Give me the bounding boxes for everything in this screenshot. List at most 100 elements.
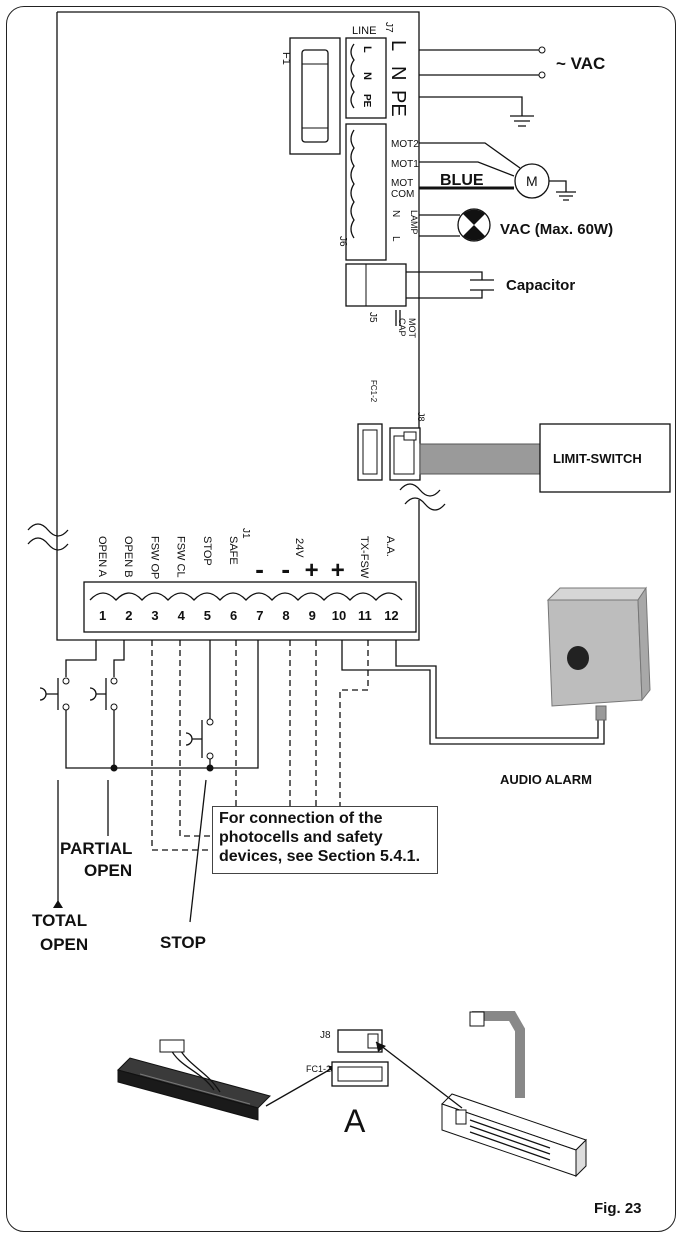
limit-switch-box	[539, 423, 671, 493]
terminal-label: -	[281, 554, 290, 584]
j6-mot2: MOT2	[391, 139, 419, 150]
terminal-label: TX-FSW	[358, 536, 370, 579]
mot-cap-label-2: CAP	[397, 318, 407, 337]
j6-lamp-l: L	[390, 236, 401, 242]
audio-alarm-device	[546, 586, 651, 721]
terminal-label: OPEN A	[96, 536, 108, 578]
v24-label: 24V	[293, 538, 305, 558]
total-open-label-2: OPEN	[40, 935, 88, 954]
stop-button-icon	[185, 720, 203, 758]
terminal-label: +	[305, 557, 319, 584]
lamp-spec-label: VAC (Max. 60W)	[500, 221, 613, 238]
capacitor-icon	[470, 279, 494, 291]
j7-pin-n: N	[361, 72, 373, 80]
break-mark-right	[399, 483, 446, 511]
safety-devices-note: For connection of the photocells and saf…	[212, 806, 438, 874]
terminal-j5	[345, 263, 407, 307]
wire-mot1	[419, 161, 515, 177]
j6-mot1: MOT1	[391, 159, 419, 170]
terminal-number: 10	[332, 608, 346, 623]
blue-wire-label: BLUE	[440, 172, 484, 189]
motor-symbol: M	[526, 173, 538, 189]
terminal-number: 6	[230, 608, 237, 623]
junction-dot	[110, 764, 118, 772]
motor-ground-icon	[549, 180, 576, 201]
control-board	[56, 12, 420, 641]
terminal-number: 2	[125, 608, 132, 623]
inset-fc12-label: FC1-2	[306, 1064, 331, 1074]
terminal-label: +	[331, 557, 345, 584]
terminal-label: SAFE	[227, 536, 239, 565]
break-mark-left	[27, 523, 69, 551]
partial-open-label-1: PARTIAL	[60, 839, 132, 858]
dash-fsw-cl	[179, 640, 212, 837]
inset-a-label: A	[344, 1103, 366, 1139]
junction-dot-stop	[206, 764, 214, 772]
total-open-button-icon	[39, 678, 59, 710]
j7-big-pe: PE	[387, 90, 409, 117]
terminal-dot-n	[538, 71, 546, 79]
dash-fsw-op	[151, 640, 212, 851]
fc12-label: FC1-2	[369, 380, 378, 403]
lamp-icon	[457, 208, 491, 242]
wire-capacitor	[406, 271, 483, 299]
terminal-number: 1	[99, 608, 106, 623]
terminal-number: 11	[358, 608, 372, 623]
j7-pin-pe: PE	[361, 94, 372, 108]
terminal-number: 5	[204, 608, 211, 623]
terminal-label: STOP	[201, 536, 213, 566]
terminal-number: 4	[178, 608, 186, 623]
terminal-number: 8	[282, 608, 289, 623]
terminal-number: 12	[384, 608, 398, 623]
ground-icon	[510, 115, 534, 127]
wire-open-a	[65, 640, 97, 677]
actuator-device	[441, 1011, 587, 1178]
terminal-label: FSW OP	[148, 536, 160, 579]
limit-switch-cable	[419, 443, 541, 475]
j7-line-label: LINE	[352, 25, 376, 37]
terminal-number: 9	[309, 608, 316, 623]
wire-lamp	[419, 214, 460, 237]
terminal-number: 7	[256, 608, 263, 623]
j7-big-n: N	[387, 66, 409, 80]
j8-label: J8	[416, 412, 426, 422]
wire-pe	[419, 96, 523, 116]
fuse-f1-label: F1	[280, 52, 292, 65]
fuse-f1	[301, 49, 329, 143]
stop-command-label: STOP	[160, 933, 206, 952]
vac-label: ~ VAC	[556, 54, 605, 73]
j6-lamp-n: N	[390, 210, 401, 217]
j6-mot: MOT	[391, 178, 413, 189]
wire-mot2	[419, 142, 521, 169]
wire-common	[65, 640, 259, 769]
terminal-label: -	[255, 554, 264, 584]
capacitor-label: Capacitor	[506, 277, 575, 294]
terminal-dot-l	[538, 46, 546, 54]
terminal-label: A.A.	[384, 536, 396, 557]
figure-caption: Fig. 23	[594, 1200, 642, 1217]
wire-alarm-2	[395, 640, 599, 739]
j5-label: J5	[367, 312, 378, 323]
wire-alarm-1	[341, 640, 605, 745]
j6-com: COM	[391, 189, 414, 200]
j7-big-l: L	[387, 40, 409, 51]
partial-open-button-icon	[89, 678, 107, 710]
j1-label: J1	[240, 528, 251, 539]
terminal-number: 3	[151, 608, 158, 623]
wire-open-b	[113, 640, 125, 677]
dash-tx-fsw	[339, 640, 369, 806]
terminal-label: OPEN B	[122, 536, 134, 578]
audio-alarm-label: AUDIO ALARM	[500, 772, 592, 787]
partial-open-label-2: OPEN	[84, 861, 132, 880]
j7-label: J7	[383, 22, 394, 33]
terminal-label: FSW CL	[175, 536, 187, 578]
inset-j8-label: J8	[320, 1030, 331, 1041]
limit-switch-label: LIMIT-SWITCH	[553, 451, 642, 466]
j7-pin-l: L	[361, 46, 373, 53]
j6-lamp: LAMP	[409, 210, 419, 235]
limit-switch-device	[117, 1039, 271, 1121]
mot-cap-label-1: MOT	[407, 318, 417, 338]
